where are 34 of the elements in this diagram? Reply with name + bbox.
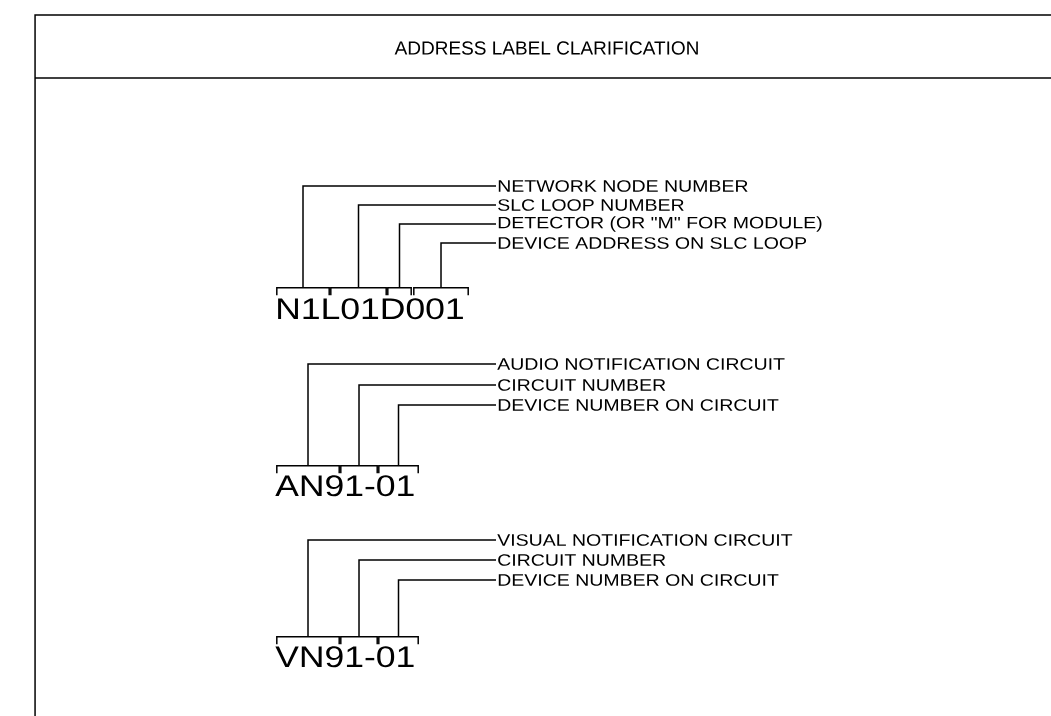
description-text: CIRCUIT NUMBER [498, 379, 666, 391]
bracket [340, 636, 378, 645]
bracket [276, 636, 340, 645]
leader-line [358, 559, 497, 638]
leader-line [307, 363, 497, 467]
address-code: N1L01D001 [278, 298, 463, 320]
leader-line [302, 185, 497, 289]
leader-line [358, 384, 497, 467]
leader-line [397, 579, 497, 638]
description-text: VISUAL NOTIFICATION CIRCUIT [497, 534, 793, 546]
bracket [276, 287, 330, 296]
leader-line [357, 204, 497, 289]
bracket [378, 465, 419, 474]
bracket [413, 287, 469, 296]
bracket [330, 287, 387, 296]
bracket [387, 287, 412, 296]
description-text: DEVICE NUMBER ON CIRCUIT [498, 399, 779, 411]
description-text: DEVICE NUMBER ON CIRCUIT [498, 574, 779, 586]
description-text: SLC LOOP NUMBER [498, 199, 684, 211]
address-code: AN91-01 [275, 475, 414, 497]
title: ADDRESS LABEL CLARIFICATION [394, 41, 698, 55]
description-text: AUDIO NOTIFICATION CIRCUIT [497, 358, 785, 370]
bracket [340, 465, 378, 474]
bracket [378, 636, 419, 645]
bracket [276, 465, 340, 474]
leader-line [398, 223, 497, 289]
description-text: NETWORK NODE NUMBER [498, 180, 748, 192]
leader-line [440, 242, 497, 289]
description-text: DEVICE ADDRESS ON SLC LOOP [498, 237, 807, 249]
leader-line [307, 539, 497, 638]
description-text: DETECTOR (OR "M" FOR MODULE) [498, 216, 822, 232]
address-code: VN91-01 [275, 646, 414, 668]
description-text: CIRCUIT NUMBER [498, 554, 666, 566]
leader-line [397, 404, 497, 467]
